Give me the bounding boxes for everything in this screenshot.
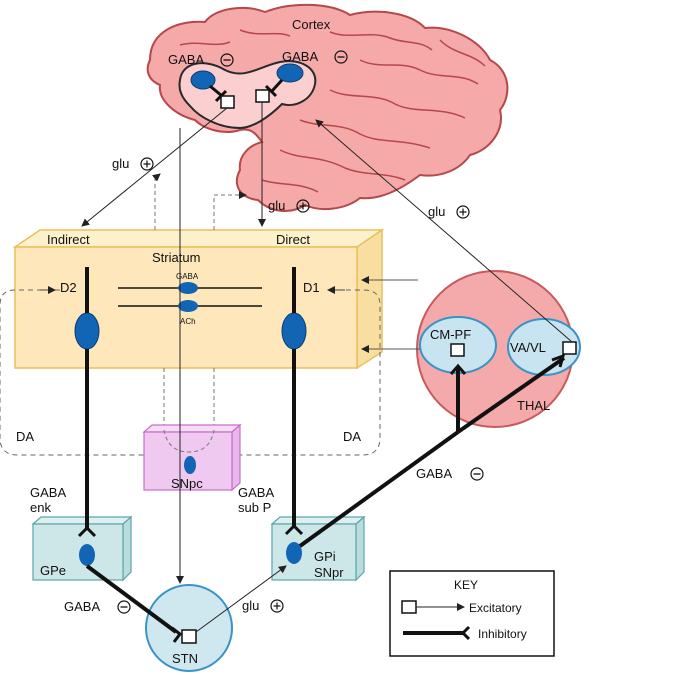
gpi-neuron (286, 542, 302, 564)
svg-text:ACh: ACh (180, 317, 196, 326)
da-left-label: DA (16, 429, 34, 444)
cortical-pyramidal-right (255, 89, 270, 103)
key-inhibitory-label: Inhibitory (478, 627, 527, 641)
key-excitatory-label: Excitatory (469, 601, 522, 615)
cmpf-neuron (450, 343, 465, 357)
d2-label: D2 (60, 280, 77, 295)
glu-center-label: glu (268, 198, 310, 213)
svg-text:GABA: GABA (168, 52, 204, 67)
gpe-label: GPe (40, 563, 66, 578)
snpc-neuron (184, 456, 196, 474)
svg-text:glu: glu (112, 156, 129, 171)
gpe-to-stn-path (85, 564, 178, 634)
da-right-label: DA (343, 429, 361, 444)
stn-circle (145, 584, 233, 672)
gaba-subp-label-1: GABA (238, 485, 274, 500)
svg-text:GABA: GABA (176, 272, 199, 281)
key-legend: KEY Excitatory Inhibitory (389, 570, 555, 657)
stn-neuron (181, 629, 197, 644)
snpc-label: SNpc (171, 476, 203, 491)
striatum-label: Striatum (152, 250, 200, 265)
gpe-box (31, 515, 133, 582)
vavl-neuron (562, 341, 577, 355)
stn-to-gpi-path (195, 565, 287, 633)
d1-label: D1 (303, 280, 320, 295)
gaba-thal-label: GABA (416, 466, 484, 481)
cortical-interneuron-right (264, 63, 304, 98)
svg-text:GABA: GABA (282, 49, 318, 64)
cortical-pyramidal-left (220, 95, 235, 109)
gaba-subp-label-2: sub P (238, 500, 271, 515)
svg-text:GABA: GABA (416, 466, 452, 481)
gpi-label: GPi (314, 549, 336, 564)
glu-right-label: glu (428, 204, 470, 219)
striatal-gaba-interneuron: GABA (118, 272, 262, 294)
svg-text:glu: glu (242, 598, 259, 613)
cmpf-label: CM-PF (430, 327, 471, 342)
gaba-left-label: GABA (168, 52, 234, 67)
d2-neuron (74, 312, 100, 350)
cortex-brain (146, 3, 509, 212)
svg-text:glu: glu (268, 198, 285, 213)
thal-to-cortex-path (315, 119, 573, 343)
indirect-label: Indirect (47, 232, 90, 247)
cortex-label: Cortex (292, 17, 331, 32)
gaba-bottom-label: GABA (64, 599, 131, 614)
snpr-label: SNpr (314, 565, 344, 580)
svg-text:glu: glu (428, 204, 445, 219)
d1-neuron (281, 312, 307, 350)
striatal-ach-interneuron: ACh (118, 300, 262, 326)
gaba-enk-label-2: enk (30, 500, 51, 515)
gpi-to-thal-path (298, 430, 460, 548)
gaba-right-label: GABA (282, 49, 348, 64)
gpe-neuron (79, 544, 95, 566)
gaba-enk-label-1: GABA (30, 485, 66, 500)
svg-text:GABA: GABA (64, 599, 100, 614)
vavl-label: VA/VL (510, 340, 546, 355)
stn-label: STN (172, 651, 198, 666)
glu-stn-label: glu (242, 598, 284, 613)
glu-left-label: glu (112, 156, 154, 171)
key-title: KEY (454, 578, 478, 592)
direct-label: Direct (276, 232, 310, 247)
key-excitatory-symbol (401, 600, 417, 614)
thal-label: THAL (517, 398, 550, 413)
cortex-to-indirect-path (81, 107, 228, 227)
